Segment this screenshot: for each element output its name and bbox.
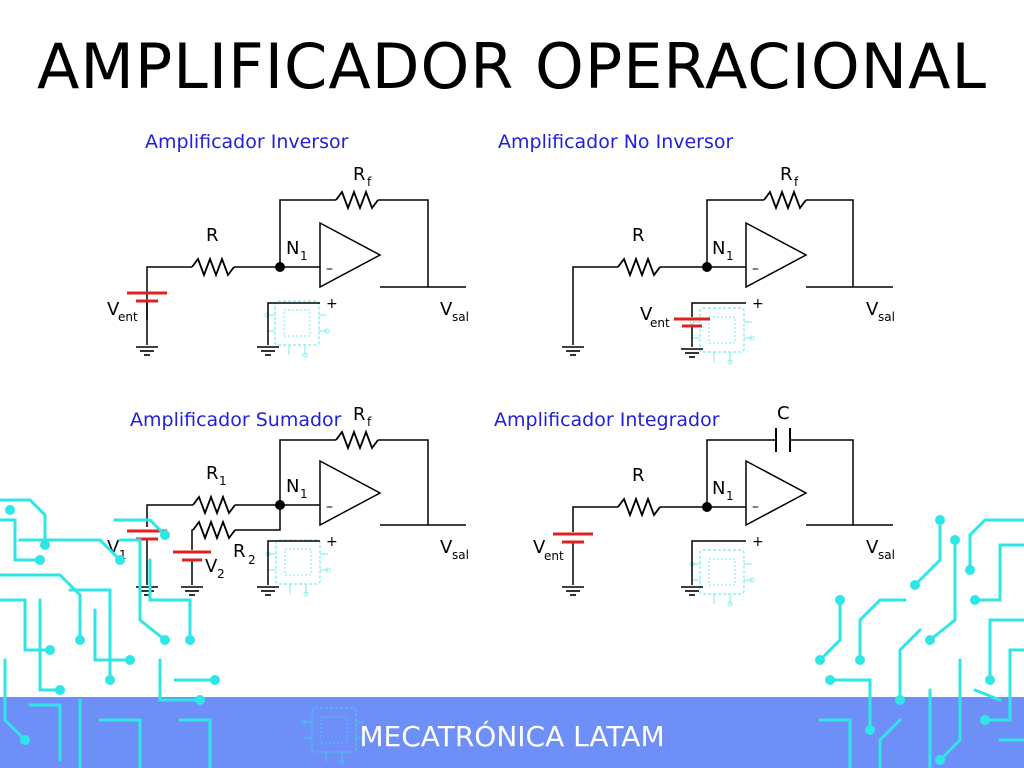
vsal-subscript: sal [878, 310, 895, 324]
inverting-amplifier-circuit: – + R f R N 1 V ent V sal [107, 164, 469, 356]
rf-label: R [353, 164, 366, 185]
circuit-trace-decoration-right [818, 518, 1024, 768]
vsal-label: V [866, 537, 879, 558]
n1-subscript: 1 [300, 249, 308, 263]
plus-label: + [752, 296, 764, 312]
chip-decorations [264, 300, 755, 607]
integrator-amplifier-title: Amplificador Integrador [494, 409, 720, 431]
vent-subscript: ent [544, 549, 564, 563]
vent-label: V [640, 304, 653, 325]
minus-label: – [752, 261, 759, 277]
summing-amplifier-title: Amplificador Sumador [130, 409, 342, 431]
v1-label: V [107, 537, 120, 558]
plus-label: + [326, 534, 338, 550]
vsal-label: V [866, 299, 879, 320]
n1-subscript: 1 [726, 249, 734, 263]
n1-label: N [286, 476, 299, 497]
vsal-subscript: sal [878, 548, 895, 562]
circuit-node-dots-right [815, 515, 995, 765]
vsal-subscript: sal [452, 548, 469, 562]
n1-label: N [712, 238, 725, 259]
r-label: R [632, 465, 645, 486]
rf-subscript: f [794, 175, 799, 189]
c-label: C [777, 403, 790, 424]
v2-subscript: 2 [217, 567, 225, 581]
n1-label: N [286, 238, 299, 259]
minus-label: – [326, 261, 333, 277]
r2-label: R [233, 541, 246, 562]
rf-subscript: f [367, 415, 372, 429]
integrator-amplifier-circuit: – + C R N 1 V ent V sal [533, 403, 895, 596]
v1-subscript: 1 [119, 548, 127, 562]
inverting-amplifier-title: Amplificador Inversor [145, 131, 349, 153]
vsal-subscript: sal [452, 310, 469, 324]
page-title: AMPLIFICADOR OPERACIONAL [36, 30, 988, 103]
non-inverting-amplifier-title: Amplificador No Inversor [498, 131, 734, 153]
footer-brand-text: MECATRÓNICA LATAM [359, 720, 665, 753]
n1-label: N [712, 478, 725, 499]
r2-subscript: 2 [248, 553, 256, 567]
vsal-label: V [440, 537, 453, 558]
v2-label: V [205, 556, 218, 577]
minus-label: – [752, 499, 759, 515]
plus-label: + [326, 296, 338, 312]
minus-label: – [326, 499, 333, 515]
vent-label: V [533, 537, 546, 558]
r1-subscript: 1 [219, 474, 227, 488]
vsal-label: V [440, 299, 453, 320]
rf-label: R [780, 164, 793, 185]
summing-amplifier-circuit: – + R f R 1 R 2 N 1 V 1 V 2 V sal [107, 404, 469, 596]
r1-label: R [206, 463, 219, 484]
footer-band [0, 697, 1024, 768]
circuit-node-dots-left [5, 505, 220, 745]
n1-subscript: 1 [726, 489, 734, 503]
vent-label: V [107, 299, 120, 320]
n1-subscript: 1 [300, 487, 308, 501]
rf-label: R [353, 404, 366, 425]
r-label: R [632, 225, 645, 246]
plus-label: + [752, 534, 764, 550]
non-inverting-amplifier-circuit: – + R f R N 1 V ent V sal [561, 164, 895, 358]
vent-subscript: ent [118, 310, 138, 324]
vent-subscript: ent [650, 316, 670, 330]
rf-subscript: f [367, 175, 372, 189]
r-label: R [206, 225, 219, 246]
circuit-trace-decoration-left [0, 498, 217, 768]
